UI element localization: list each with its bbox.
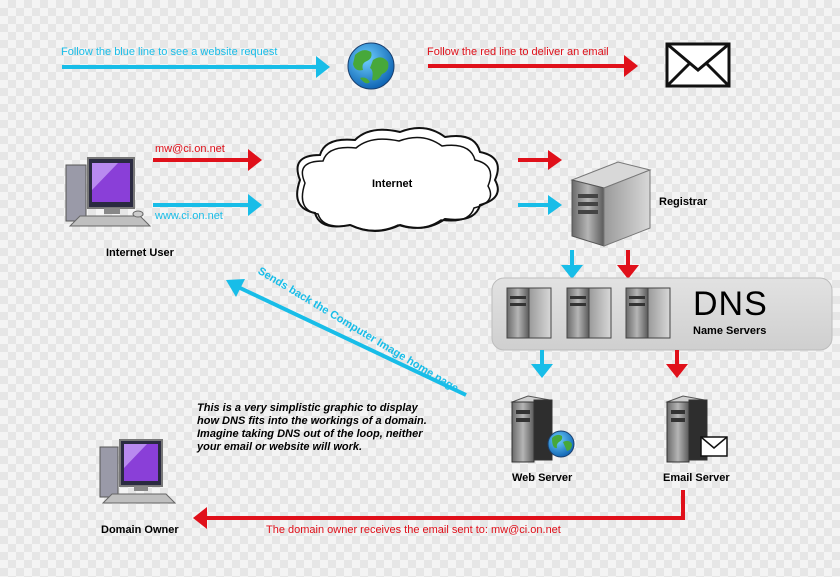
web-server-label: Web Server xyxy=(512,472,573,484)
server-icon xyxy=(506,287,552,339)
legend-red-text: Follow the red line to deliver an email xyxy=(427,46,609,58)
globe-icon xyxy=(347,42,395,90)
registrar-label: Registrar xyxy=(659,196,708,208)
computer-icon xyxy=(65,157,152,227)
server-icon xyxy=(566,287,612,339)
dns-subtitle: Name Servers xyxy=(693,325,767,337)
domain-owner-label: Domain Owner xyxy=(101,524,179,536)
legend-blue-arrow xyxy=(62,56,330,78)
webserver-arrow xyxy=(531,350,553,378)
internet-user-label: Internet User xyxy=(106,247,174,259)
registrar-email-arrow xyxy=(518,150,562,170)
return-page-arrow xyxy=(226,279,467,397)
registrar-web-arrow xyxy=(518,195,562,215)
email-server-label: Email Server xyxy=(663,472,730,484)
server-icon xyxy=(625,287,671,339)
email-server-icon xyxy=(665,395,728,463)
email-delivery-text: The domain owner receives the email sent… xyxy=(266,524,561,536)
dns-email-arrow xyxy=(617,250,639,279)
explanation-note: This is a very simplistic graphic to dis… xyxy=(197,402,427,453)
envelope-icon xyxy=(665,42,731,88)
cloud-icon xyxy=(296,127,499,232)
domain-owner-computer-icon xyxy=(99,439,177,504)
web-request-arrow xyxy=(153,194,262,216)
dns-web-arrow xyxy=(561,250,583,279)
email-request-arrow xyxy=(153,149,262,171)
internet-label: Internet xyxy=(372,178,413,190)
emailserver-arrow xyxy=(666,350,688,378)
legend-blue-text: Follow the blue line to see a website re… xyxy=(61,46,278,58)
email-delivery-arrow xyxy=(193,490,685,529)
dns-title: DNS xyxy=(693,285,768,323)
website-label: www.ci.on.net xyxy=(155,210,223,222)
legend-red-arrow xyxy=(428,55,638,77)
email-address-label: mw@ci.on.net xyxy=(155,143,225,155)
web-server-icon xyxy=(510,395,575,463)
server-icon xyxy=(570,161,652,247)
